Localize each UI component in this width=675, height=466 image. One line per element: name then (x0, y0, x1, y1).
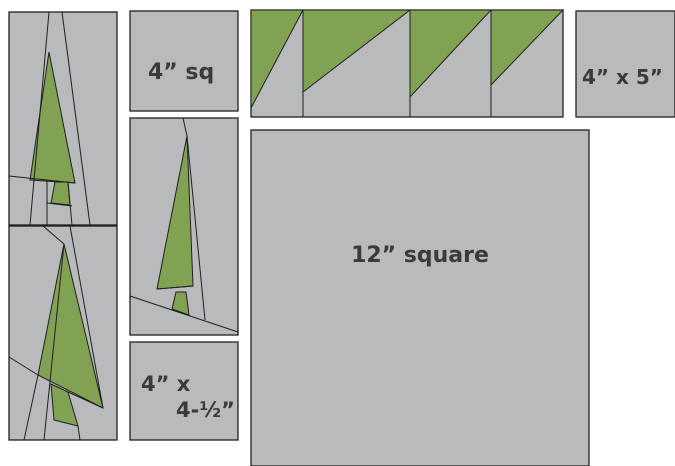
seam-line (69, 225, 104, 409)
seam-line (42, 225, 65, 245)
seam-line (186, 135, 206, 321)
block-background (250, 129, 590, 466)
seam-line (46, 202, 73, 207)
seam-line (67, 391, 104, 409)
block-label-4in-x-5in: 4” x 5” (582, 65, 663, 89)
block-label-12in-square: 12” square (351, 243, 489, 268)
block-label-4in-square: 4” sq (148, 60, 214, 85)
tree-trunk (50, 181, 71, 206)
block-label-4in-x-line1: 4” x (141, 372, 191, 396)
seam-line (156, 285, 194, 290)
block-label-4in-x-line2: 4-½” (176, 398, 235, 422)
tree-canopy (37, 243, 104, 409)
seam-line (29, 11, 50, 226)
block-4in-square: 4” sq (129, 10, 239, 112)
block-4in-x-4-5in: 4” x 4-½” (129, 341, 239, 441)
seam-line (182, 117, 188, 137)
seam-line (8, 175, 76, 184)
block-background (129, 10, 239, 112)
seam-line (77, 425, 81, 441)
block-12in-square: 12” square (250, 129, 590, 466)
block-background (575, 10, 675, 118)
seam-line (61, 11, 91, 226)
tree-trunk (171, 291, 190, 316)
seam-line (129, 295, 239, 333)
tree-block-lower-left (8, 225, 118, 441)
seam-line (43, 243, 65, 441)
tree-block-upper-left (8, 11, 118, 226)
seam-line (67, 181, 73, 226)
seam-line (23, 374, 39, 441)
tree-block-middle (129, 117, 239, 336)
block-background (129, 341, 239, 441)
seam-line (8, 356, 39, 376)
geese-triangle-1 (250, 9, 304, 109)
geese-strip (250, 9, 565, 118)
block-4in-x-5in: 4” x 5” (575, 10, 675, 118)
